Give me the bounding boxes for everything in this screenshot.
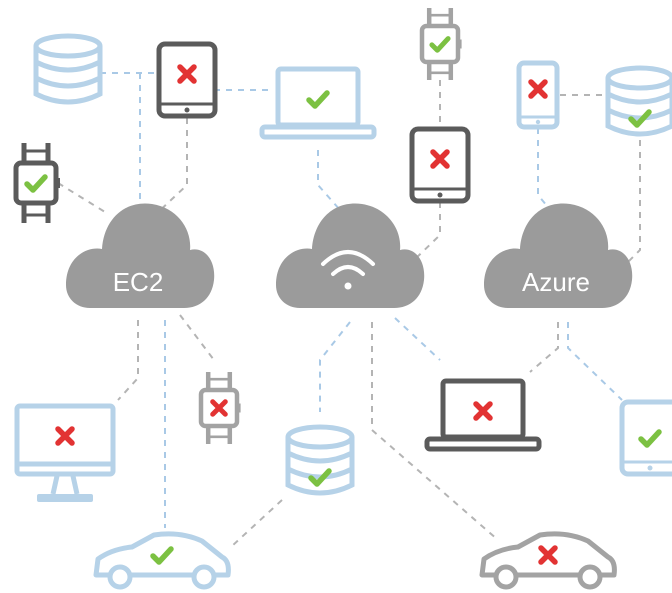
- connection-line: [179, 314, 215, 361]
- check-icon: [641, 432, 659, 445]
- cross-icon: [58, 429, 72, 443]
- check-icon: [311, 471, 329, 484]
- cross-icon: [433, 152, 447, 166]
- check-icon: [27, 177, 45, 190]
- azure-cloud-label: Azure: [522, 267, 590, 297]
- connection-line: [567, 322, 623, 401]
- cross-icon: [213, 402, 226, 415]
- db-top-right-database-icon: [605, 65, 672, 137]
- tablet-right-edge-tablet-icon: [619, 399, 672, 477]
- monitor-left-monitor-icon: [14, 403, 116, 502]
- watch-top-watch-icon: [419, 7, 462, 81]
- cross-icon: [541, 548, 555, 562]
- check-icon: [153, 549, 171, 562]
- db-center-database-icon: [285, 424, 355, 496]
- connection-line: [117, 320, 139, 401]
- cross-icon: [180, 67, 194, 81]
- watch-center-watch-icon: [198, 371, 241, 445]
- watch-left-watch-icon: [13, 143, 60, 223]
- connection-line: [317, 150, 341, 211]
- connection-line: [154, 118, 188, 216]
- connection-line: [319, 321, 351, 412]
- tablet-top-tablet-icon: [156, 41, 218, 119]
- cross-icon: [476, 404, 490, 418]
- laptop-right-laptop-icon: [424, 378, 542, 452]
- car-left-car-icon: [93, 531, 231, 590]
- connection-line: [627, 140, 641, 263]
- connection-line: [371, 322, 499, 541]
- connection-line: [537, 128, 553, 213]
- connection-line: [57, 182, 106, 213]
- phone-top-right-phone-icon: [516, 60, 560, 130]
- devices-layer: [13, 7, 672, 590]
- connection-line: [394, 317, 441, 361]
- ec2-cloud-label: EC2: [113, 267, 164, 297]
- connection-line: [231, 499, 283, 547]
- laptop-top-laptop-icon: [259, 66, 377, 140]
- check-icon: [631, 112, 649, 125]
- connection-line: [529, 322, 559, 373]
- car-right-car-icon: [479, 531, 617, 590]
- check-icon: [309, 93, 327, 106]
- wifi-icon: [321, 250, 375, 290]
- cross-icon: [531, 82, 545, 96]
- wifi-cloud: [276, 203, 425, 308]
- connection-line: [411, 202, 441, 263]
- connection-lines: [57, 72, 641, 547]
- tablet-middle-tablet-icon: [409, 126, 471, 204]
- db-top-left-database-icon: [33, 33, 103, 105]
- check-icon: [432, 39, 448, 51]
- azure-cloud: Azure: [484, 203, 633, 308]
- ec2-cloud: EC2: [66, 203, 215, 308]
